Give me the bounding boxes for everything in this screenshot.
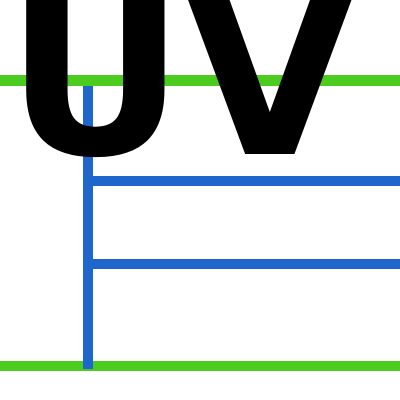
green-top-line [0,75,400,86]
blue-lower-line [83,259,400,269]
green-bottom-line [0,361,400,371]
uv-text: UV [6,0,355,206]
blue-vertical-line [83,86,93,369]
blue-upper-line [83,176,400,186]
